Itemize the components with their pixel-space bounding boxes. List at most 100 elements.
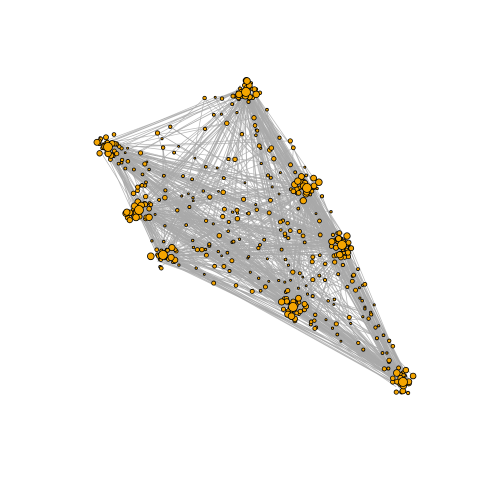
edge (105, 122, 227, 144)
cluster-node (96, 150, 103, 157)
edge (196, 267, 403, 387)
edge (104, 150, 378, 339)
scatter-node (175, 208, 180, 213)
scatter-node (387, 338, 392, 343)
edge (139, 213, 366, 285)
scatter-node (317, 253, 322, 258)
scatter-node (202, 95, 207, 101)
scatter-node (329, 210, 333, 214)
hub-lower-left-node (158, 250, 168, 260)
scatter-node (230, 102, 235, 106)
edge (167, 250, 205, 275)
scatter-node (332, 297, 337, 302)
scatter-node (361, 315, 365, 319)
scatter-node (285, 288, 291, 294)
scatter-node (221, 176, 226, 181)
scatter-node (312, 318, 317, 323)
scatter-node (322, 261, 328, 267)
edge (292, 268, 359, 308)
hub-bottom-right-node (398, 377, 408, 387)
scatter-node (279, 228, 283, 232)
scatter-node (268, 197, 273, 203)
edge (224, 208, 407, 382)
scatter-node (336, 272, 341, 277)
cluster-node (167, 253, 175, 261)
cluster-node (243, 77, 251, 85)
cluster-node (295, 190, 302, 196)
scatter-node (356, 340, 361, 345)
edge (260, 163, 289, 312)
edge (234, 96, 314, 280)
edge (109, 144, 249, 214)
cluster-node (126, 216, 133, 224)
edge (161, 257, 407, 383)
scatter-node (219, 112, 223, 116)
scatter-node (247, 255, 251, 259)
scatter-node (144, 180, 148, 185)
scatter-node (304, 284, 308, 288)
hub-center-right-node (302, 183, 312, 193)
scatter-node (265, 107, 269, 112)
cluster-node (278, 298, 286, 306)
edge (204, 97, 314, 297)
cluster-node (297, 173, 305, 180)
scatter-node (157, 197, 162, 202)
scatter-node (150, 239, 154, 243)
scatter-node (153, 212, 157, 216)
scatter-node (191, 196, 195, 200)
hub-upper-left-node (103, 142, 113, 152)
scatter-node (310, 254, 316, 260)
scatter-node (282, 231, 288, 236)
scatter-node (248, 270, 252, 274)
edge (221, 95, 247, 256)
edge (258, 244, 343, 279)
scatter-node (237, 237, 242, 241)
scatter-node (283, 257, 288, 262)
edge (189, 92, 245, 208)
edge (139, 158, 274, 212)
edge (171, 247, 356, 291)
edge (248, 85, 404, 386)
cluster-node (344, 249, 352, 256)
scatter-node (163, 188, 168, 193)
edge (106, 148, 284, 310)
scatter-node (225, 250, 230, 255)
edge (346, 249, 405, 392)
scatter-node (386, 366, 391, 371)
scatter-node (358, 296, 362, 300)
scatter-node (232, 156, 238, 163)
scatter-node (381, 366, 387, 372)
scatter-node (194, 247, 200, 253)
cluster-node (390, 375, 396, 382)
scatter-node (203, 252, 209, 258)
scatter-node (177, 145, 180, 148)
scatter-node (207, 194, 213, 200)
edge (105, 146, 364, 350)
edge (145, 216, 376, 328)
cluster-node (148, 202, 154, 207)
scatter-node (278, 219, 283, 225)
cluster-node (343, 232, 351, 240)
edge (161, 97, 205, 139)
edge (252, 97, 342, 240)
scatter-node (361, 347, 366, 352)
scatter-node (296, 206, 301, 211)
cluster-node (315, 178, 323, 186)
scatter-node (254, 133, 258, 137)
cluster-node (297, 308, 303, 315)
cluster-node (328, 238, 336, 246)
scatter-node (289, 278, 292, 282)
scatter-node (258, 243, 262, 247)
scatter-node (319, 194, 325, 199)
scatter-node (277, 278, 281, 283)
scatter-node (279, 171, 282, 175)
edge (114, 143, 305, 168)
scatter-node (330, 326, 335, 330)
edge (135, 97, 253, 215)
edge (311, 318, 369, 323)
scatter-node (199, 246, 205, 253)
scatter-node (332, 259, 338, 265)
scatter-node (220, 254, 223, 258)
hub-right-node (337, 240, 347, 250)
edge (278, 193, 298, 301)
